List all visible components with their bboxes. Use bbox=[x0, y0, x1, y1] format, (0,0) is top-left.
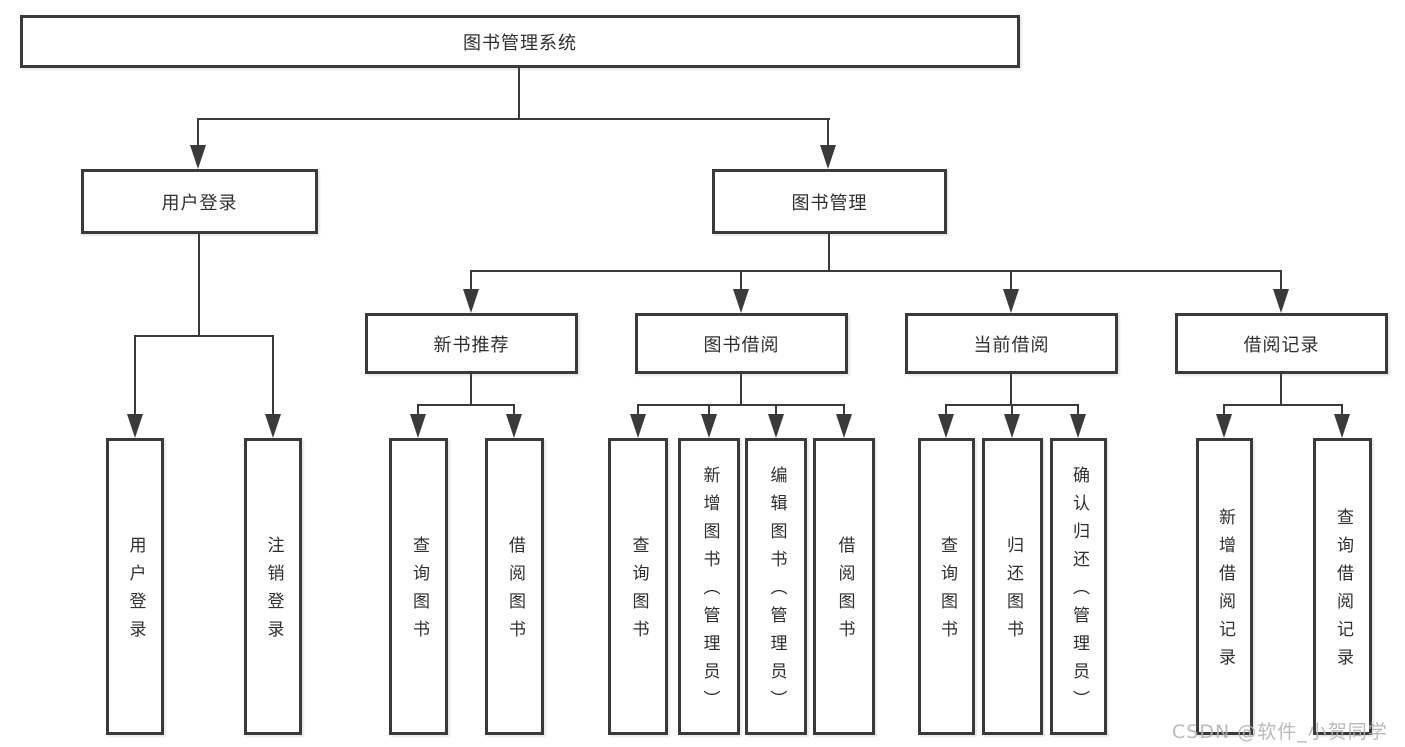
leaf-confirm-return-admin: 确认归还（管理员） bbox=[1050, 438, 1107, 735]
connector-line bbox=[272, 335, 274, 417]
connector-line bbox=[417, 404, 419, 418]
arrow-down-icon bbox=[1216, 414, 1232, 438]
connector-line bbox=[134, 335, 136, 417]
arrow-down-icon bbox=[265, 414, 281, 438]
connector-line bbox=[637, 404, 845, 406]
connector-line bbox=[708, 404, 710, 418]
connector-line bbox=[740, 270, 742, 294]
connector-line bbox=[1010, 270, 1012, 294]
leaf-edit-book-admin: 编辑图书（管理员） bbox=[745, 438, 807, 735]
connector-line bbox=[843, 404, 845, 418]
connector-line bbox=[828, 234, 830, 272]
leaf-query-books-2: 查询图书 bbox=[608, 438, 668, 735]
connector-line bbox=[1341, 404, 1343, 418]
arrow-down-icon bbox=[820, 145, 836, 169]
leaf-add-book-admin: 新增图书（管理员） bbox=[678, 438, 740, 735]
connector-line bbox=[513, 404, 515, 418]
csdn-watermark: CSDN @软件_小贺同学 bbox=[1172, 721, 1388, 743]
node-book-borrow: 图书借阅 bbox=[635, 313, 848, 374]
arrow-down-icon bbox=[1004, 414, 1020, 438]
leaf-user-login: 用户登录 bbox=[106, 438, 164, 735]
arrow-down-icon bbox=[938, 414, 954, 438]
connector-line bbox=[197, 118, 199, 148]
leaf-return-book: 归还图书 bbox=[982, 438, 1043, 735]
connector-line bbox=[740, 374, 742, 406]
leaf-query-borrow-record: 查询借阅记录 bbox=[1313, 438, 1372, 735]
connector-line bbox=[518, 68, 520, 119]
arrow-down-icon bbox=[1003, 289, 1019, 313]
arrow-down-icon bbox=[630, 414, 646, 438]
arrow-down-icon bbox=[836, 414, 852, 438]
connector-line bbox=[197, 118, 830, 120]
arrow-down-icon bbox=[701, 414, 717, 438]
connector-line bbox=[1010, 374, 1012, 406]
arrow-down-icon bbox=[1273, 289, 1289, 313]
connector-line bbox=[945, 404, 947, 418]
connector-line bbox=[417, 404, 515, 406]
connector-line bbox=[1077, 404, 1079, 418]
connector-line bbox=[827, 118, 829, 148]
node-current-borrow: 当前借阅 bbox=[905, 313, 1118, 374]
arrow-down-icon bbox=[463, 289, 479, 313]
connector-line bbox=[1011, 404, 1013, 418]
arrow-down-icon bbox=[127, 414, 143, 438]
connector-line bbox=[470, 374, 472, 406]
node-root: 图书管理系统 bbox=[20, 15, 1020, 68]
leaf-logout: 注销登录 bbox=[244, 438, 302, 735]
node-borrow-records: 借阅记录 bbox=[1175, 313, 1388, 374]
leaf-borrow-books-1: 借阅图书 bbox=[485, 438, 544, 735]
leaf-query-books-1: 查询图书 bbox=[389, 438, 448, 735]
node-new-book-recommend: 新书推荐 bbox=[365, 313, 578, 374]
connector-line bbox=[1280, 374, 1282, 406]
node-book-management-branch: 图书管理 bbox=[712, 169, 947, 234]
arrow-down-icon bbox=[506, 414, 522, 438]
connector-line bbox=[470, 270, 1282, 272]
connector-line bbox=[775, 404, 777, 418]
leaf-borrow-books-2: 借阅图书 bbox=[813, 438, 875, 735]
connector-line bbox=[1223, 404, 1225, 418]
connector-line bbox=[1223, 404, 1343, 406]
arrow-down-icon bbox=[1070, 414, 1086, 438]
arrow-down-icon bbox=[1334, 414, 1350, 438]
node-user-login-branch: 用户登录 bbox=[81, 169, 318, 234]
connector-line bbox=[470, 270, 472, 294]
arrow-down-icon bbox=[410, 414, 426, 438]
leaf-add-borrow-record: 新增借阅记录 bbox=[1196, 438, 1253, 735]
arrow-down-icon bbox=[190, 145, 206, 169]
arrow-down-icon bbox=[768, 414, 784, 438]
connector-line bbox=[1280, 270, 1282, 294]
leaf-query-books-3: 查询图书 bbox=[918, 438, 975, 735]
connector-line bbox=[198, 234, 200, 337]
arrow-down-icon bbox=[733, 289, 749, 313]
connector-line bbox=[134, 335, 273, 337]
connector-line bbox=[637, 404, 639, 418]
